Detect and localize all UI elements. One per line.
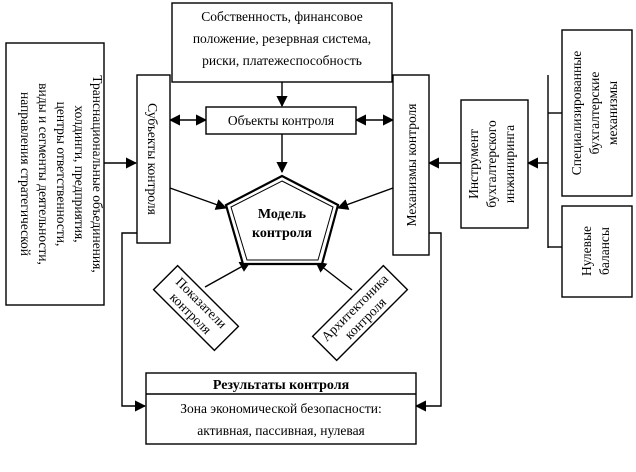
box-subjects-label: Субъекты контроля bbox=[145, 103, 160, 215]
box-ownership-line-3: риски, платежеспособность bbox=[202, 53, 362, 68]
box-organizations: Транснациональные объединения, холдинги,… bbox=[5, 42, 105, 306]
arrow-indicators-to-model bbox=[204, 261, 251, 288]
box-architectonics: Архитектоника контроля bbox=[311, 264, 409, 362]
box-specialized: Специализированные бухгалтерские механиз… bbox=[561, 29, 633, 197]
box-zero-balances: Нулевые балансы bbox=[561, 205, 633, 298]
connectors bbox=[104, 75, 562, 412]
box-organizations-line-5: направления стратегической bbox=[18, 92, 33, 256]
box-results-title: Результаты контроля bbox=[213, 378, 350, 393]
box-ownership: Собственность, финансовое положение, рез… bbox=[171, 2, 393, 83]
box-mechanisms: Механизмы контроля bbox=[392, 74, 430, 256]
box-results-line-2: активная, пассивная, нулевая bbox=[197, 423, 365, 438]
box-organizations-line-1: Транснациональные объединения, bbox=[90, 75, 105, 272]
box-specialized-line-3: механизмы bbox=[605, 81, 620, 145]
box-results-line-1: Зона экономической безопасности: bbox=[180, 401, 382, 416]
box-ownership-line-2: положение, резервная система, bbox=[193, 31, 371, 46]
model-pentagon: Модель контроля bbox=[224, 174, 340, 266]
model-label-line-1: Модель bbox=[258, 207, 307, 222]
box-objects: Объекты контроля bbox=[205, 106, 357, 135]
box-objects-label: Объекты контроля bbox=[228, 113, 334, 128]
box-instrument-line-3: инжиниринга bbox=[502, 125, 517, 203]
model-label-line-2: контроля bbox=[252, 226, 312, 241]
box-results: Результаты контроля Зона экономической б… bbox=[145, 372, 417, 445]
box-mechanisms-label: Механизмы контроля bbox=[404, 104, 419, 227]
box-organizations-line-2: холдинги, предприятия, bbox=[72, 105, 87, 242]
box-instrument: Инструмент бухгалтерского инжиниринга bbox=[460, 99, 529, 229]
arrow-architectonics-to-model bbox=[315, 261, 353, 291]
box-zero-balances-line-1: Нулевые bbox=[579, 226, 594, 276]
box-subjects: Субъекты контроля bbox=[136, 74, 171, 244]
box-ownership-line-1: Собственность, финансовое bbox=[201, 9, 362, 24]
arrow-mechanisms-to-model bbox=[336, 187, 394, 210]
box-organizations-line-4: виды и сегменты деятельности, bbox=[36, 83, 51, 265]
box-zero-balances-line-2: балансы bbox=[597, 227, 612, 275]
arrow-subjects-to-model bbox=[169, 187, 228, 210]
box-instrument-line-1: Инструмент bbox=[466, 129, 481, 199]
arrow-mechanisms-to-results bbox=[414, 232, 442, 412]
box-indicators: Показатели контроля bbox=[152, 264, 240, 352]
box-organizations-line-3: центры ответственности, bbox=[54, 102, 69, 247]
box-specialized-line-1: Специализированные bbox=[569, 51, 584, 176]
box-instrument-line-2: бухгалтерского bbox=[484, 120, 499, 208]
box-specialized-line-2: бухгалтерские bbox=[587, 72, 602, 155]
arrow-subjects-to-results bbox=[121, 232, 147, 412]
